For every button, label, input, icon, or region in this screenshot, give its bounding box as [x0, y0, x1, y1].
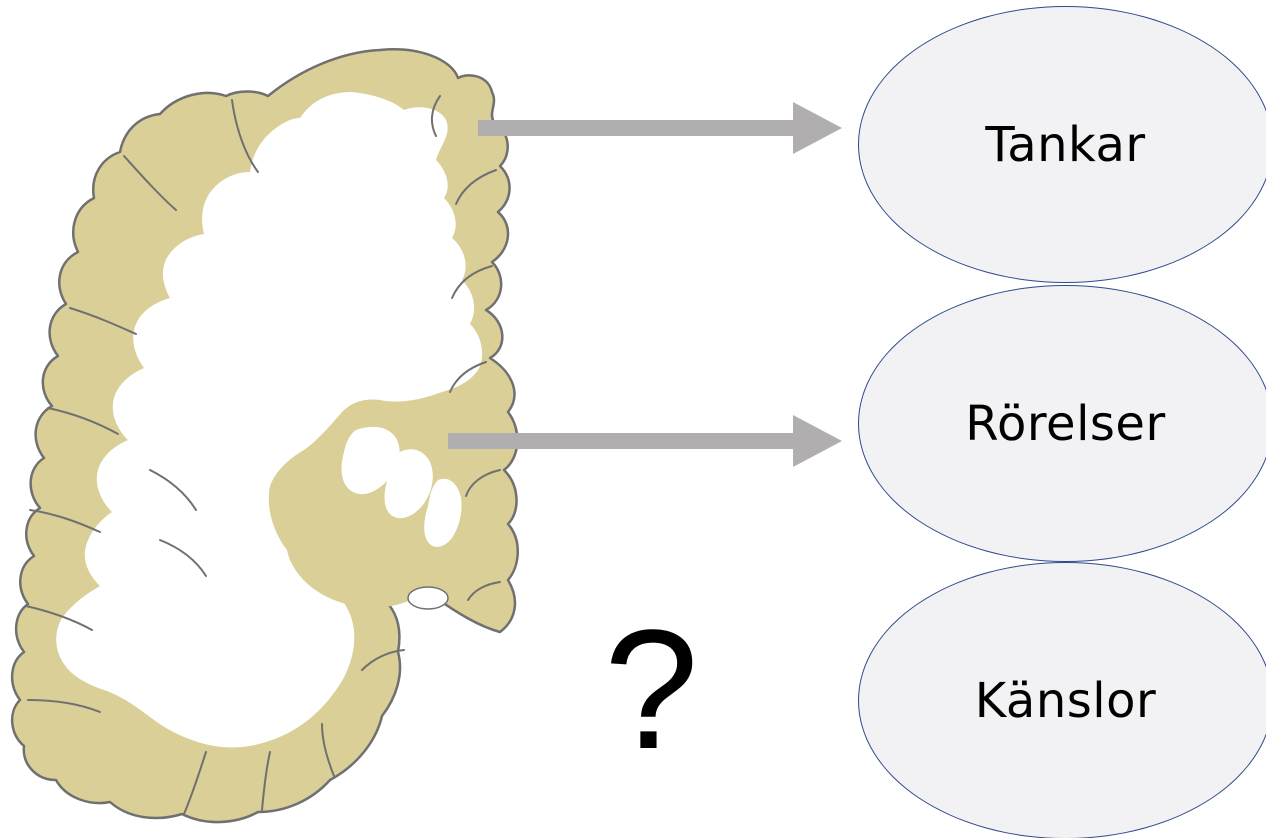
question-mark: ?	[604, 600, 694, 780]
brain-coronal-section	[0, 0, 560, 838]
oval-label-1: Tankar	[858, 6, 1266, 283]
oval-label-text-3: Känslor	[975, 673, 1156, 729]
ventricle	[408, 587, 448, 609]
oval-label-2: Rörelser	[858, 285, 1266, 562]
oval-label-text-2: Rörelser	[965, 396, 1165, 452]
oval-label-3: Känslor	[858, 562, 1266, 838]
oval-label-text-1: Tankar	[985, 117, 1145, 173]
